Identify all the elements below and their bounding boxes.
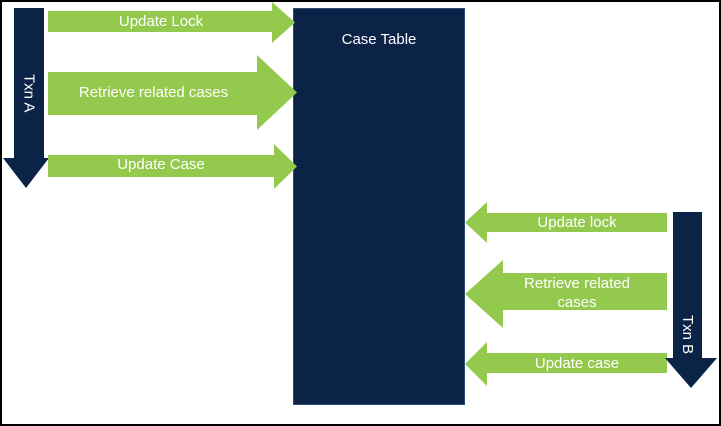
right-arrow-update-lock-shape bbox=[465, 202, 667, 243]
right-arrow-update-case-shape bbox=[465, 342, 667, 386]
left-arrow-update-case bbox=[48, 144, 297, 189]
left-arrow-update-lock-label: Update Lock bbox=[118, 13, 204, 30]
txn-a-label: Txn A bbox=[20, 73, 38, 113]
left-arrow-update-lock bbox=[48, 2, 295, 43]
right-arrow-retrieve-cases-shape bbox=[465, 260, 667, 328]
txn-b-arrow bbox=[665, 212, 717, 388]
right-arrow-update-case bbox=[465, 342, 667, 386]
left-arrow-retrieve-cases bbox=[48, 55, 297, 130]
right-arrow-retrieve-cases bbox=[465, 260, 667, 328]
left-arrow-update-case-shape bbox=[48, 144, 297, 189]
right-arrow-retrieve-cases-label: Retrieve related cases bbox=[524, 275, 630, 311]
txn-a-arrow bbox=[3, 8, 49, 188]
case-table-label: Case Table bbox=[341, 31, 417, 48]
txn-b-arrow-shape bbox=[665, 212, 717, 388]
right-arrow-update-lock bbox=[465, 202, 667, 243]
right-arrow-update-case-label: Update case bbox=[534, 355, 620, 372]
txn-b-label: Txn B bbox=[679, 315, 696, 355]
case-table-box bbox=[293, 8, 465, 405]
left-arrow-update-case-label: Update Case bbox=[117, 156, 205, 173]
left-arrow-retrieve-cases-shape bbox=[48, 55, 297, 130]
txn-a-arrow-shape bbox=[3, 8, 49, 188]
left-arrow-retrieve-cases-label: Retrieve related cases bbox=[78, 84, 229, 101]
right-arrow-update-lock-label: Update lock bbox=[537, 214, 617, 231]
left-arrow-update-lock-shape bbox=[48, 2, 295, 43]
